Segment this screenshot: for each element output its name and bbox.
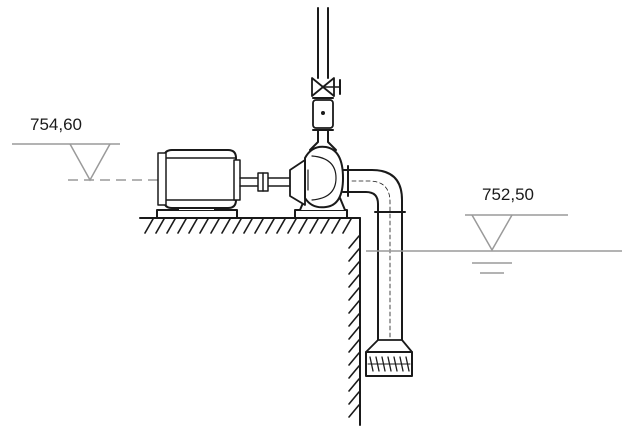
reducer-left — [309, 129, 319, 151]
pump-volute-inner — [311, 155, 337, 201]
shaft-coupling — [239, 172, 293, 192]
pump-bearing-housing — [289, 159, 306, 206]
motor-end-cap-left — [157, 152, 167, 206]
suction-pipe — [342, 165, 413, 377]
hatch-stroke — [188, 218, 198, 234]
hatch-stroke — [348, 339, 360, 353]
discharge-pipe — [309, 7, 341, 151]
hatch-wall-icon — [348, 235, 360, 418]
hatch-stroke — [166, 218, 176, 234]
hatch-stroke — [348, 300, 360, 314]
hatch-stroke — [348, 404, 360, 418]
hatch-stroke — [348, 313, 360, 327]
strainer-pattern — [367, 356, 411, 372]
suction-centerline — [351, 180, 391, 339]
hatch-stroke — [232, 218, 242, 234]
pump-base — [294, 209, 348, 219]
pump-volute — [304, 145, 344, 209]
foot-valve-cone — [365, 339, 413, 353]
hatch-stroke — [320, 218, 330, 234]
hatch-stroke — [199, 218, 209, 234]
hatch-stroke — [348, 235, 360, 249]
hatch-stroke — [287, 218, 297, 234]
hatch-stroke — [348, 365, 360, 379]
centrifugal-pump — [289, 145, 348, 219]
hatch-stroke — [348, 287, 360, 301]
suction-elbow-inner — [347, 191, 379, 341]
hatch-ground-icon — [144, 218, 352, 234]
hatch-stroke — [331, 218, 341, 234]
ground-platform — [139, 217, 361, 426]
hatch-stroke — [348, 274, 360, 288]
motor — [156, 149, 241, 219]
hatch-stroke — [309, 218, 319, 234]
reducer-right — [327, 129, 337, 151]
suction-elbow-outer — [347, 169, 403, 341]
hatch-stroke — [348, 378, 360, 392]
hatch-stroke — [265, 218, 275, 234]
upstream-level-triangle-icon — [69, 143, 111, 182]
hatch-stroke — [348, 261, 360, 275]
hatch-stroke — [348, 352, 360, 366]
downstream-elevation-label: 752,50 — [482, 185, 534, 204]
hatch-stroke — [342, 218, 352, 234]
downstream-level-triangle-icon — [471, 214, 513, 252]
hatch-stroke — [155, 218, 165, 234]
hatch-stroke — [177, 218, 187, 234]
hatch-stroke — [210, 218, 220, 234]
hatch-stroke — [254, 218, 264, 234]
check-valve-dot — [321, 111, 325, 115]
hatch-stroke — [243, 218, 253, 234]
hatch-stroke — [348, 326, 360, 340]
hatch-stroke — [276, 218, 286, 234]
hatch-stroke — [221, 218, 231, 234]
hatch-stroke — [144, 218, 154, 234]
hatch-stroke — [348, 391, 360, 405]
hatch-stroke — [348, 248, 360, 262]
downstream-water-level: 752,50 — [366, 185, 622, 274]
motor-end-cap-right — [233, 159, 241, 201]
motor-base — [156, 209, 238, 219]
upstream-elevation-label: 754,60 — [30, 115, 82, 134]
hatch-stroke — [298, 218, 308, 234]
